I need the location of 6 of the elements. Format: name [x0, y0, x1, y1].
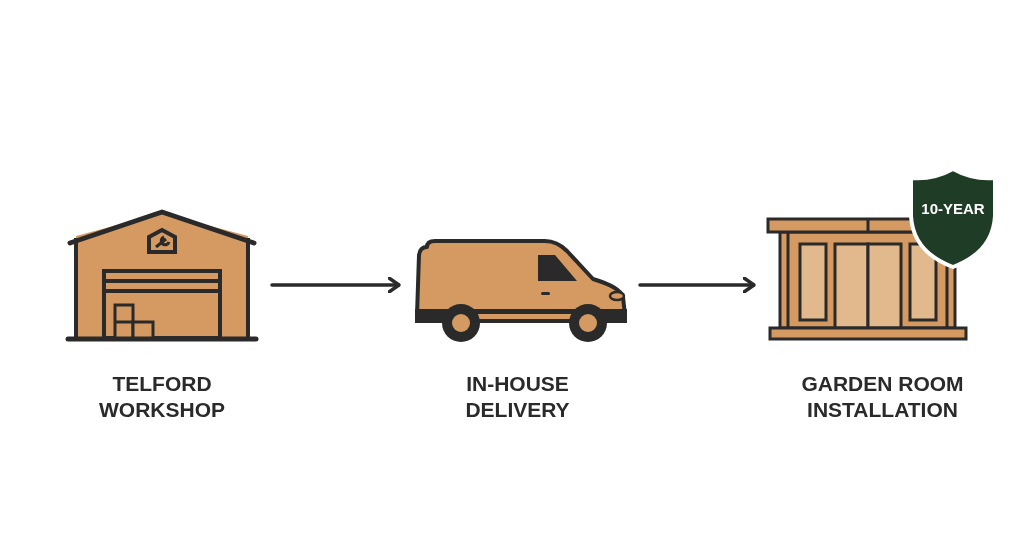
- arrow: [270, 276, 401, 294]
- arrow: [638, 276, 756, 294]
- node-caption: GARDEN ROOM INSTALLATION: [800, 371, 965, 423]
- badge-text: 10-YEAR: [920, 200, 986, 217]
- node-caption: IN-HOUSE DELIVERY: [464, 371, 571, 423]
- node-caption: TELFORD WORKSHOP: [98, 371, 226, 423]
